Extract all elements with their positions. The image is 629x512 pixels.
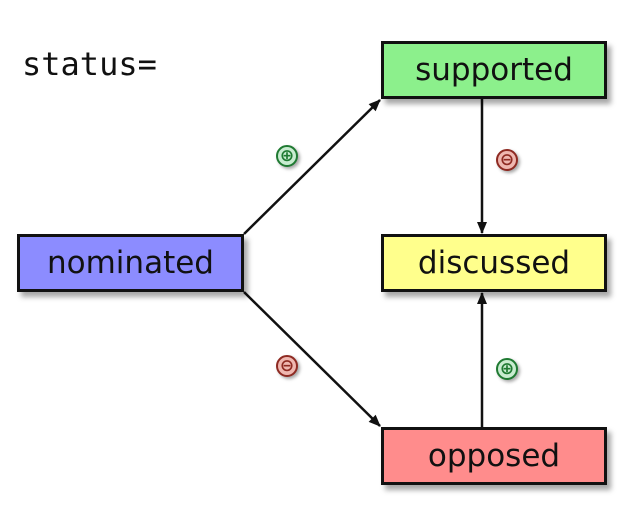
plus-icon-opposed-discussed: ⊕ [496, 358, 518, 380]
plus-icon-nominated-supported: ⊕ [276, 145, 298, 167]
node-discussed-label: discussed [417, 245, 571, 281]
minus-icon-supported-discussed: ⊖ [496, 149, 518, 171]
node-nominated: nominated [17, 234, 244, 292]
node-discussed: discussed [381, 234, 607, 292]
minus-icon-nominated-opposed: ⊖ [276, 355, 298, 377]
arrow-nominated-to-supported [243, 99, 381, 235]
node-supported-label: supported [415, 52, 573, 88]
node-opposed: opposed [381, 427, 607, 485]
node-supported: supported [381, 41, 607, 99]
arrow-nominated-to-opposed [243, 291, 381, 427]
node-opposed-label: opposed [427, 438, 561, 474]
node-nominated-label: nominated [47, 245, 214, 281]
diagram-title: status= [22, 45, 157, 83]
